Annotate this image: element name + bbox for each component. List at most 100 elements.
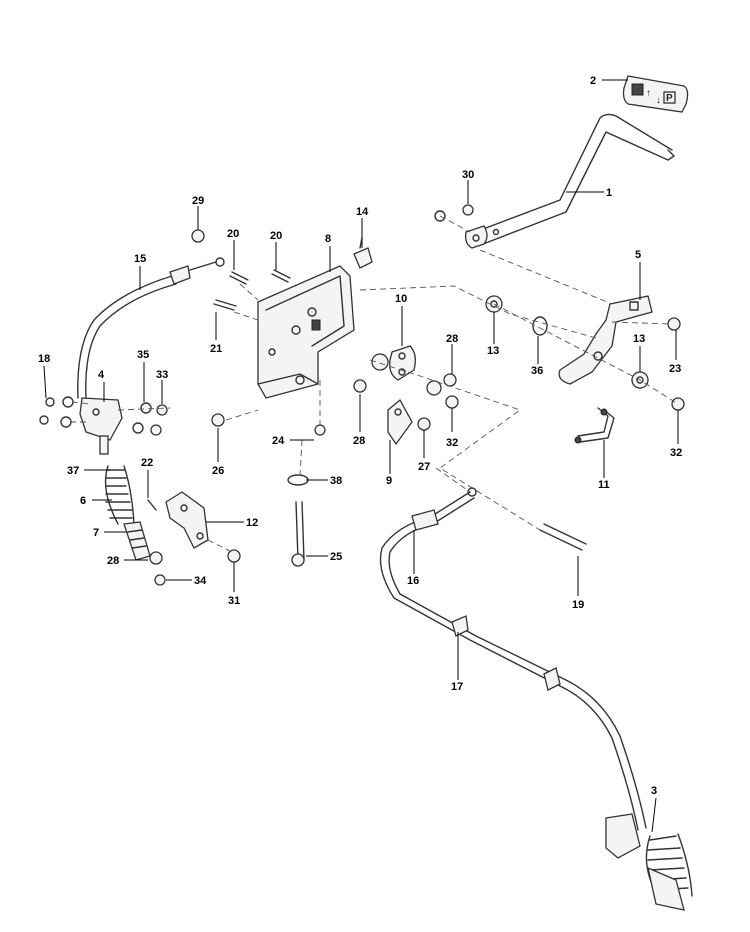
cable-clamp-part-17 (451, 615, 561, 691)
callout-label: 28 (446, 333, 458, 345)
bracket-part-12 (165, 491, 209, 549)
callout-3: 3 (651, 785, 657, 833)
callout-32a: 32 (446, 408, 458, 449)
callout-14: 14 (356, 206, 369, 248)
nuts-washers-group (39, 204, 685, 586)
callout-label: 29 (192, 195, 204, 207)
callout-label: 5 (635, 249, 641, 261)
callout-28a: 28 (353, 394, 365, 447)
callout-label: 18 (38, 353, 50, 365)
callout-label: 38 (330, 475, 342, 487)
callout-label: 3 (651, 785, 657, 797)
decal-down-arrow: ↓ (656, 95, 661, 106)
callout-32b: 32 (670, 410, 682, 459)
callout-label: 21 (210, 343, 222, 355)
brake-lever-part-1 (464, 113, 675, 249)
callout-13b: 13 (633, 333, 645, 372)
callout-1: 1 (566, 187, 612, 199)
cam-part-9 (387, 398, 413, 446)
callout-label: 35 (137, 349, 149, 361)
callout-label: 7 (93, 527, 99, 539)
decal-p-letter: P (666, 93, 673, 104)
clip-part-14 (353, 237, 373, 269)
bolts-group (147, 269, 681, 561)
callout-11: 11 (598, 440, 610, 491)
callout-30: 30 (462, 169, 474, 204)
callout-label: 32 (670, 447, 682, 459)
callout-label: 11 (598, 479, 610, 491)
callout-label: 13 (633, 333, 645, 345)
callout-label: 23 (669, 363, 681, 375)
callout-29: 29 (192, 195, 204, 230)
callout-21: 21 (210, 312, 222, 355)
callout-label: 31 (228, 595, 240, 607)
callout-label: 13 (487, 345, 499, 357)
callout-label: 2 (590, 75, 596, 87)
callout-label: 20 (270, 230, 282, 242)
callout-8: 8 (325, 233, 331, 272)
callout-label: 30 (462, 169, 474, 181)
callout-15: 15 (134, 253, 146, 290)
callout-31: 31 (228, 562, 240, 607)
callout-27: 27 (418, 430, 430, 473)
callout-label: 22 (141, 457, 153, 469)
callout-13a: 13 (487, 312, 499, 357)
callout-25: 25 (306, 551, 342, 563)
callout-28b: 28 (446, 333, 458, 374)
callout-label: 24 (272, 435, 285, 447)
callout-38: 38 (306, 475, 342, 487)
callout-label: 14 (356, 206, 369, 218)
callout-label: 19 (572, 599, 584, 611)
cable-part-15 (77, 257, 225, 399)
cable-bracket-part-4 (79, 397, 123, 441)
callout-label: 4 (98, 369, 105, 381)
callout-20b: 20 (270, 230, 282, 270)
callout-23: 23 (669, 330, 681, 375)
callout-22: 22 (141, 457, 153, 498)
decal-up-arrow: ↑ (646, 88, 651, 99)
callout-12: 12 (206, 517, 258, 529)
callout-label: 34 (194, 575, 207, 587)
callout-9: 9 (386, 440, 392, 487)
callout-label: 28 (353, 435, 365, 447)
callout-label: 32 (446, 437, 458, 449)
spring-part-6 (99, 435, 135, 525)
callout-label: 1 (606, 187, 612, 199)
callout-label: 15 (134, 253, 146, 265)
callout-label: 16 (407, 575, 419, 587)
callout-label: 28 (107, 555, 119, 567)
callout-label: 9 (386, 475, 392, 487)
callout-16: 16 (407, 530, 419, 587)
callout-label: 27 (418, 461, 430, 473)
threaded-end-part-7 (123, 521, 151, 561)
callout-label: 25 (330, 551, 342, 563)
link-plate-part-10 (389, 345, 416, 381)
bracket-part-8 (257, 265, 355, 399)
brake-rod-part-11 (574, 407, 615, 444)
callout-35: 35 (137, 349, 149, 402)
callout-2: 2 (590, 75, 628, 87)
callout-6: 6 (80, 495, 112, 507)
callout-label: 36 (531, 365, 543, 377)
callout-label: 6 (80, 495, 86, 507)
decal-part-2: ↑ ↓ P (622, 75, 689, 113)
callout-4: 4 (98, 369, 105, 402)
callout-label: 37 (67, 465, 79, 477)
callout-19: 19 (572, 556, 584, 611)
callout-34: 34 (166, 575, 207, 587)
callout-label: 26 (212, 465, 224, 477)
callout-26: 26 (212, 428, 224, 477)
callout-37: 37 (67, 465, 110, 477)
callout-28c: 28 (107, 555, 148, 567)
callout-label: 12 (246, 517, 258, 529)
callout-33: 33 (156, 369, 168, 404)
callout-label: 20 (227, 228, 239, 240)
callout-label: 17 (451, 681, 463, 693)
assembly-lines (70, 215, 679, 553)
callout-36: 36 (531, 336, 543, 377)
callout-18: 18 (38, 353, 50, 399)
callout-17: 17 (451, 632, 463, 693)
callout-7: 7 (93, 527, 126, 539)
callout-20a: 20 (227, 228, 239, 270)
